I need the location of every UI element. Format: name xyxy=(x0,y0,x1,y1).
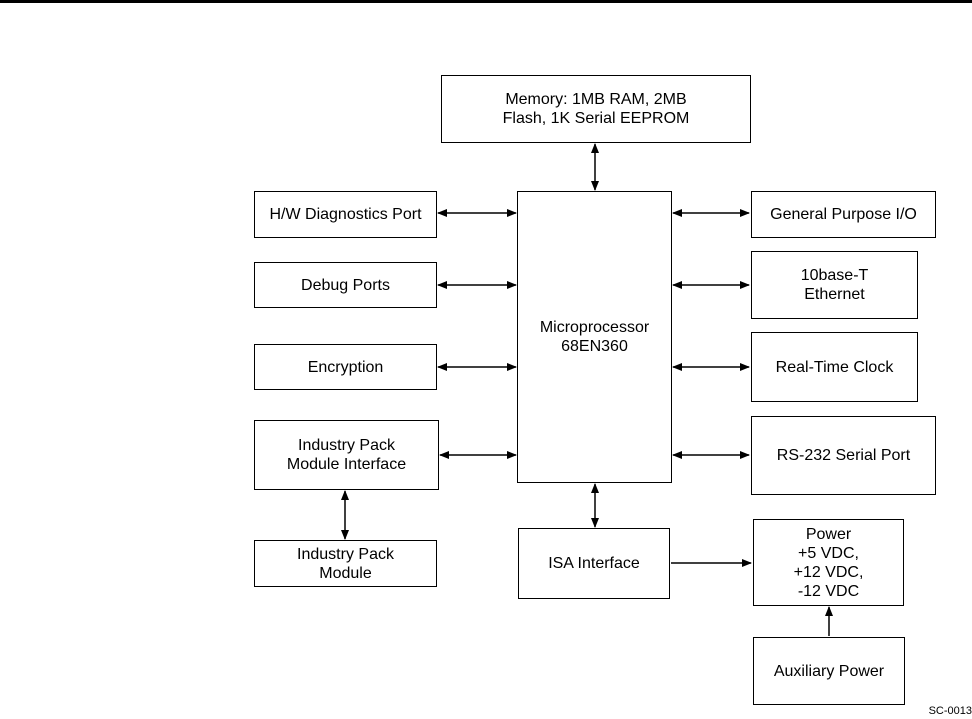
industry-pack-interface-label: Industry Pack Module Interface xyxy=(286,437,407,473)
memory-block: Memory: 1MB RAM, 2MB Flash, 1K Serial EE… xyxy=(441,75,751,143)
isa-interface-block: ISA Interface xyxy=(518,528,670,599)
rs232-serial-port-block: RS-232 Serial Port xyxy=(751,416,936,495)
hw-diagnostics-port-block: H/W Diagnostics Port xyxy=(254,191,437,238)
figure-reference: SC-0013 xyxy=(928,705,972,717)
isa-interface-label: ISA Interface xyxy=(548,555,640,572)
debug-ports-label: Debug Ports xyxy=(301,276,390,294)
memory-label: Memory: 1MB RAM, 2MB Flash, 1K Serial EE… xyxy=(502,91,690,127)
industry-pack-module-block: Industry Pack Module xyxy=(254,540,437,587)
general-purpose-io-block: General Purpose I/O xyxy=(751,191,936,238)
microprocessor-label: Microprocessor 68EN360 xyxy=(539,319,650,355)
rs232-serial-port-label: RS-232 Serial Port xyxy=(776,447,911,464)
real-time-clock-label: Real-Time Clock xyxy=(775,358,894,376)
auxiliary-power-label: Auxiliary Power xyxy=(773,662,885,680)
microprocessor-block: Microprocessor 68EN360 xyxy=(517,191,672,483)
auxiliary-power-block: Auxiliary Power xyxy=(753,637,905,705)
debug-ports-block: Debug Ports xyxy=(254,262,437,308)
industry-pack-module-label: Industry Pack Module xyxy=(297,545,394,582)
industry-pack-interface-block: Industry Pack Module Interface xyxy=(254,420,439,490)
ethernet-block: 10base-T Ethernet xyxy=(751,251,918,319)
power-block: Power +5 VDC, +12 VDC, -12 VDC xyxy=(753,519,904,606)
hw-diagnostics-port-label: H/W Diagnostics Port xyxy=(269,206,422,223)
encryption-block: Encryption xyxy=(254,344,437,390)
ethernet-label: 10base-T Ethernet xyxy=(800,267,869,303)
top-rule xyxy=(0,0,972,3)
general-purpose-io-label: General Purpose I/O xyxy=(770,206,917,223)
real-time-clock-block: Real-Time Clock xyxy=(751,332,918,402)
power-label: Power +5 VDC, +12 VDC, -12 VDC xyxy=(793,525,864,600)
encryption-label: Encryption xyxy=(307,358,384,376)
